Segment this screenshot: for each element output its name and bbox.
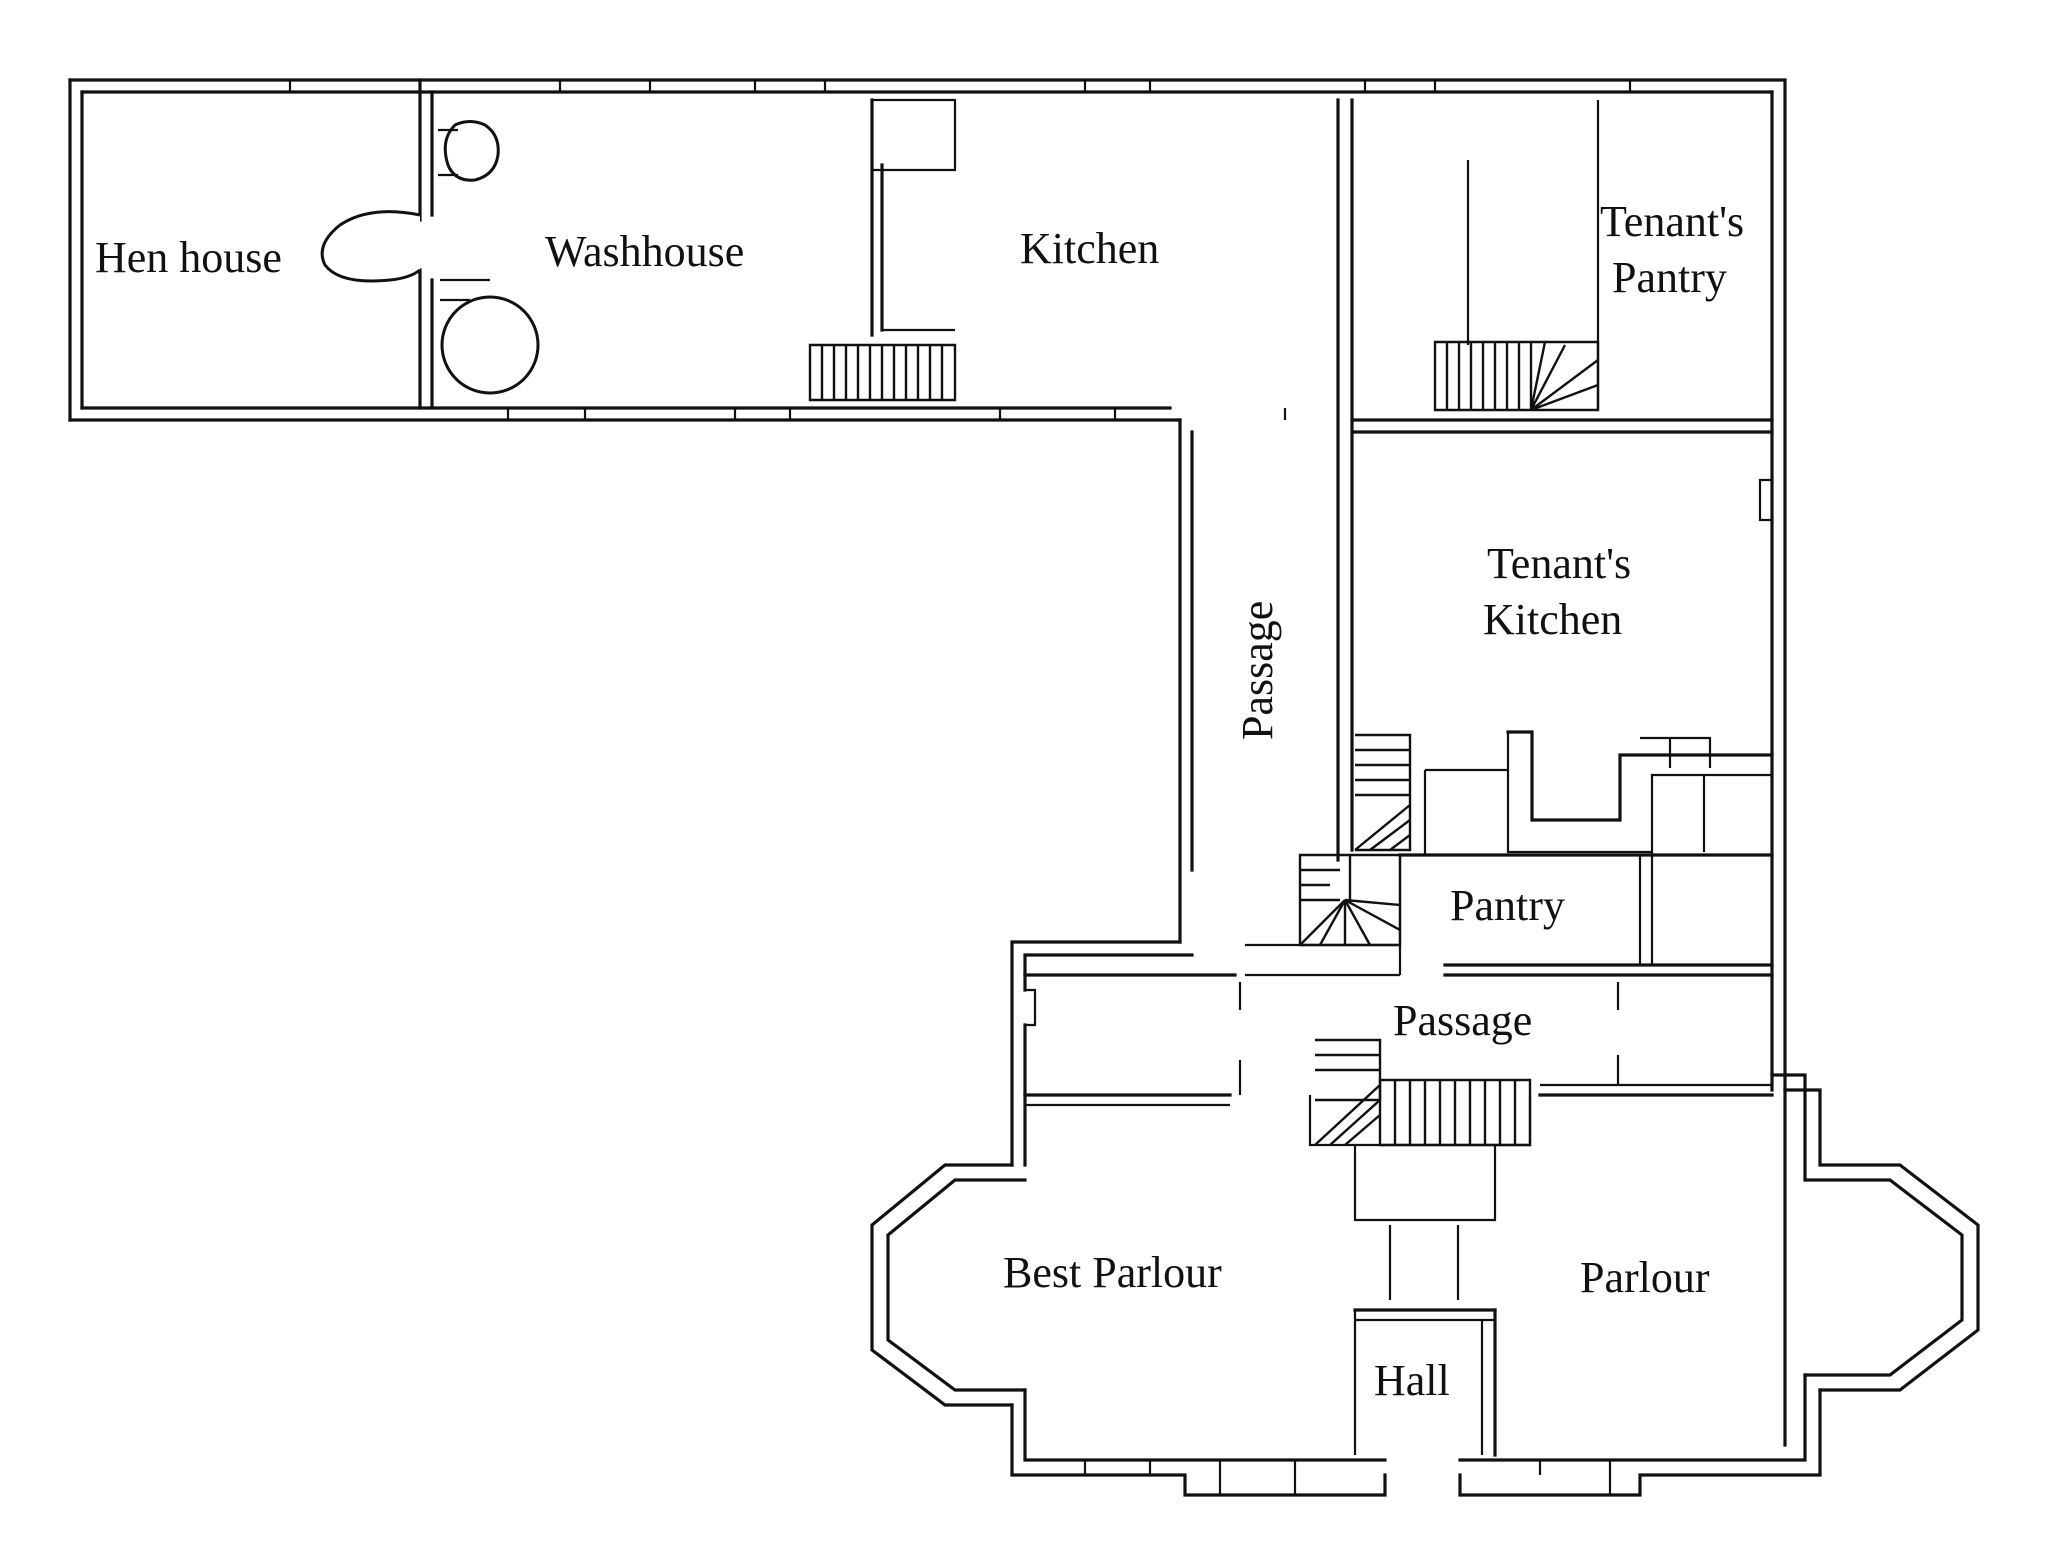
oven-icon [320, 210, 421, 283]
copper-small-icon [443, 120, 500, 182]
room-label-hen-house: Hen house [95, 233, 282, 282]
interior-walls [288, 78, 1774, 1495]
room-label-best-parlour: Best Parlour [1003, 1248, 1222, 1297]
room-label-tenants-pantry-line2: Pantry [1612, 253, 1727, 302]
room-label-parlour: Parlour [1580, 1253, 1710, 1302]
copper-large-icon [440, 295, 540, 395]
room-label-tenants-kitchen-line1: Tenant's [1487, 539, 1631, 588]
fixtures [320, 120, 540, 395]
room-label-kitchen: Kitchen [1020, 224, 1159, 273]
room-label-passage-vertical: Passage [1233, 601, 1282, 740]
room-label-tenants-kitchen-line2: Kitchen [1483, 595, 1622, 644]
room-label-tenants-pantry-line1: Tenant's [1600, 197, 1744, 246]
room-label-hall: Hall [1374, 1356, 1450, 1405]
room-label-washhouse: Washhouse [545, 227, 744, 276]
room-label-pantry: Pantry [1450, 881, 1565, 930]
room-labels: Hen house Washhouse Kitchen Tenant's Pan… [95, 197, 1744, 1405]
stairs [808, 340, 1600, 1147]
outer-walls [68, 78, 1980, 1497]
room-label-passage-horizontal: Passage [1393, 996, 1532, 1045]
